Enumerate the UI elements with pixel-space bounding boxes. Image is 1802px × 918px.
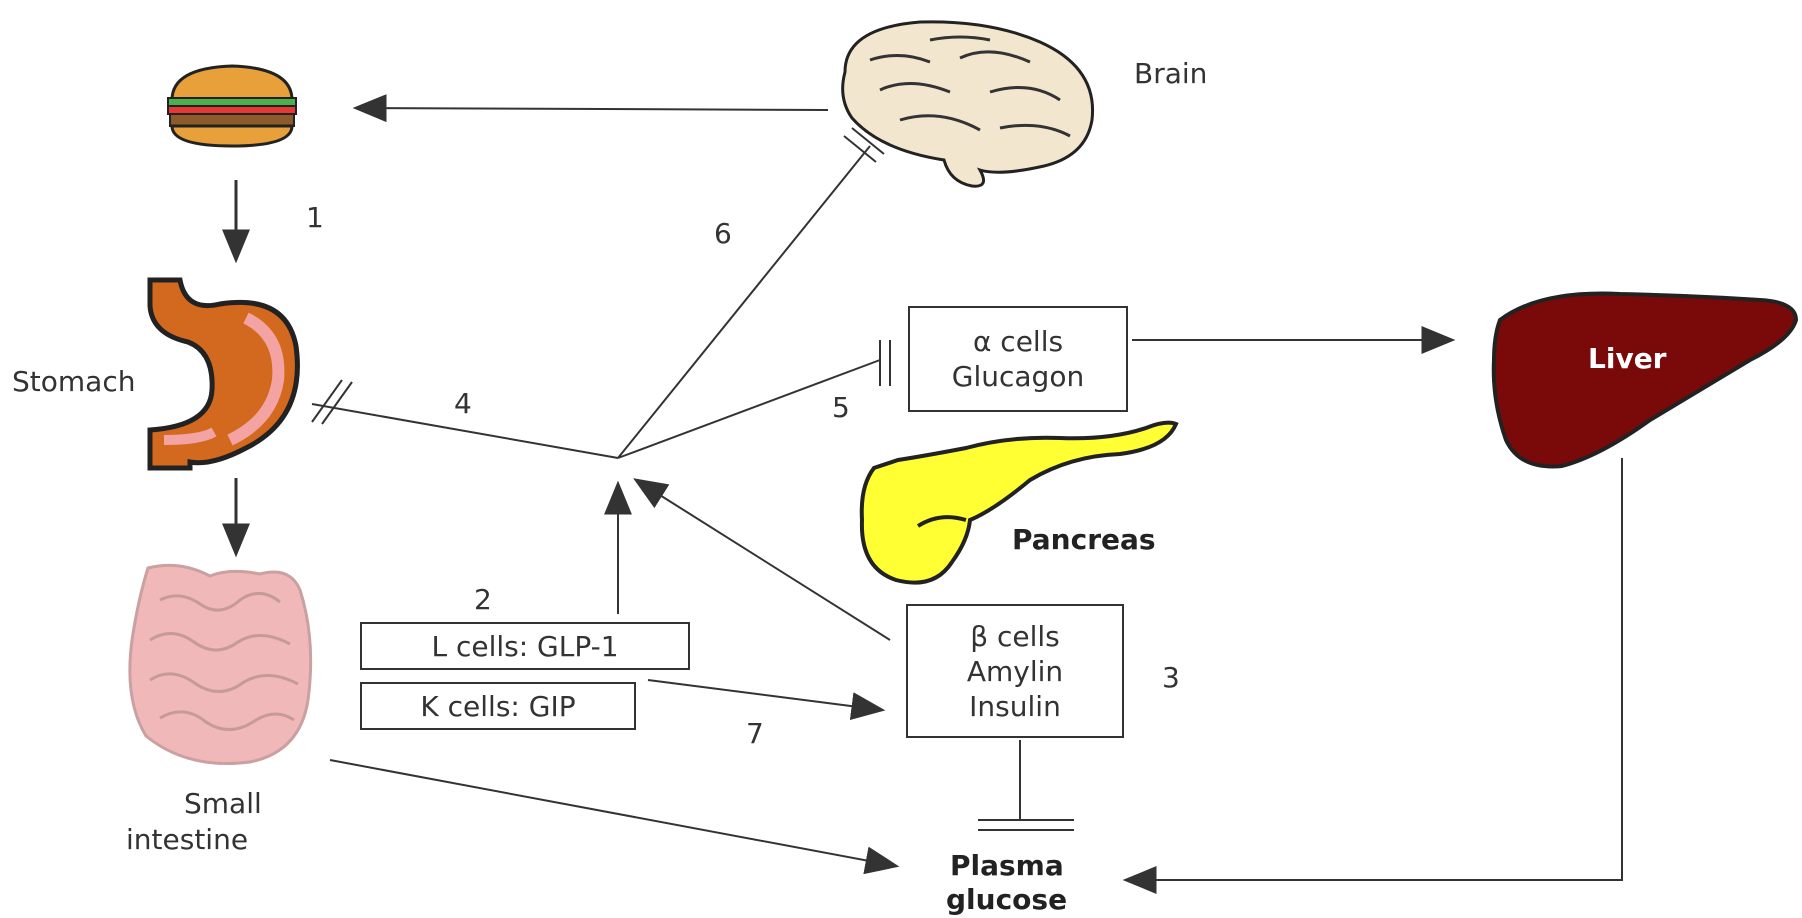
liver-icon [1494, 294, 1796, 467]
l-cells-text: L cells: GLP-1 [431, 629, 618, 664]
step-number-5: 5 [832, 394, 850, 422]
alpha-cells-line: α cells [973, 324, 1063, 359]
plasma-glucose-label-line1: Plasma [950, 852, 1064, 880]
stomach-label: Stomach [12, 368, 135, 396]
step-number-1: 1 [306, 204, 324, 232]
stomach-icon [150, 280, 297, 468]
arrow-beta-to-junction [636, 480, 890, 640]
alpha-cells-box: α cells Glucagon [908, 306, 1128, 412]
k-cells-box: K cells: GIP [360, 682, 636, 730]
step-number-4: 4 [454, 390, 472, 418]
amylin-line: Amylin [967, 654, 1063, 689]
plasma-glucose-label-line2: glucose [946, 886, 1067, 914]
step-number-6: 6 [714, 220, 732, 248]
beta-cells-box: β cells Amylin Insulin [906, 604, 1124, 738]
small-intestine-label-line2: intestine [126, 826, 248, 854]
burger-icon [168, 66, 296, 146]
arrow-intestine-to-glucose [330, 760, 896, 866]
step-number-7: 7 [746, 720, 764, 748]
glucagon-line: Glucagon [952, 359, 1084, 394]
liver-label: Liver [1588, 342, 1667, 375]
brain-icon [843, 22, 1093, 186]
insulin-line: Insulin [969, 689, 1061, 724]
l-cells-box: L cells: GLP-1 [360, 622, 690, 670]
arrow-liver-to-glucose [1126, 458, 1622, 880]
beta-cells-line: β cells [970, 619, 1060, 654]
step-number-2: 2 [474, 586, 492, 614]
k-cells-text: K cells: GIP [420, 689, 575, 724]
arrow-gip-to-beta [648, 680, 882, 710]
pancreas-label: Pancreas [1012, 526, 1156, 554]
intestine-icon [130, 565, 311, 763]
small-intestine-label-line1: Small [184, 790, 262, 818]
step-number-3: 3 [1162, 664, 1180, 692]
pancreas-icon [862, 423, 1176, 583]
brain-label: Brain [1134, 60, 1207, 88]
arrow-brain-to-food [356, 108, 828, 110]
